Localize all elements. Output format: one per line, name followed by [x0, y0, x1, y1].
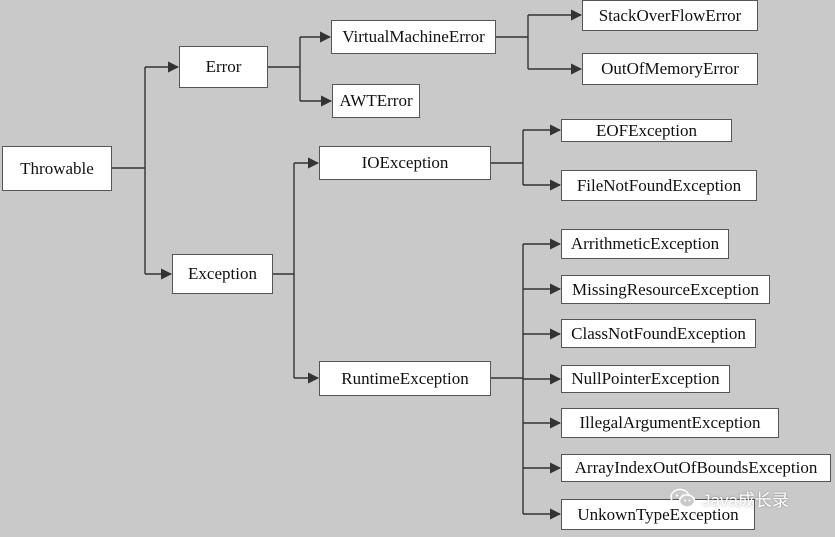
watermark: Java成长录 — [670, 486, 789, 511]
node-runtime-exception: RuntimeException — [319, 361, 491, 396]
node-null-pointer-exception: NullPointerException — [561, 365, 730, 393]
node-io-exception: IOException — [319, 146, 491, 180]
node-file-not-found-exception: FileNotFoundException — [561, 170, 757, 201]
node-missing-resource-exception: MissingResourceException — [561, 275, 770, 304]
node-exception: Exception — [172, 254, 273, 294]
node-unkown-type-exception: UnkownTypeException — [561, 499, 755, 530]
node-virtual-machine-error: VirtualMachineError — [331, 20, 496, 54]
node-out-of-memory-error: OutOfMemoryError — [582, 53, 758, 85]
node-stack-overflow-error: StackOverFlowError — [582, 0, 758, 31]
node-array-index-out-of-bounds-exception: ArrayIndexOutOfBoundsException — [561, 454, 831, 482]
node-eof-exception: EOFException — [561, 119, 732, 142]
node-error: Error — [179, 46, 268, 88]
watermark-text: Java成长录 — [702, 491, 789, 510]
node-illegal-argument-exception: IllegalArgumentException — [561, 408, 779, 438]
node-class-not-found-exception: ClassNotFoundException — [561, 319, 756, 348]
node-awt-error: AWTError — [332, 84, 420, 118]
connector-lines — [112, 9, 583, 520]
node-arrithmetic-exception: ArrithmeticException — [561, 229, 729, 259]
wechat-icon — [670, 488, 696, 508]
node-throwable: Throwable — [2, 146, 112, 191]
